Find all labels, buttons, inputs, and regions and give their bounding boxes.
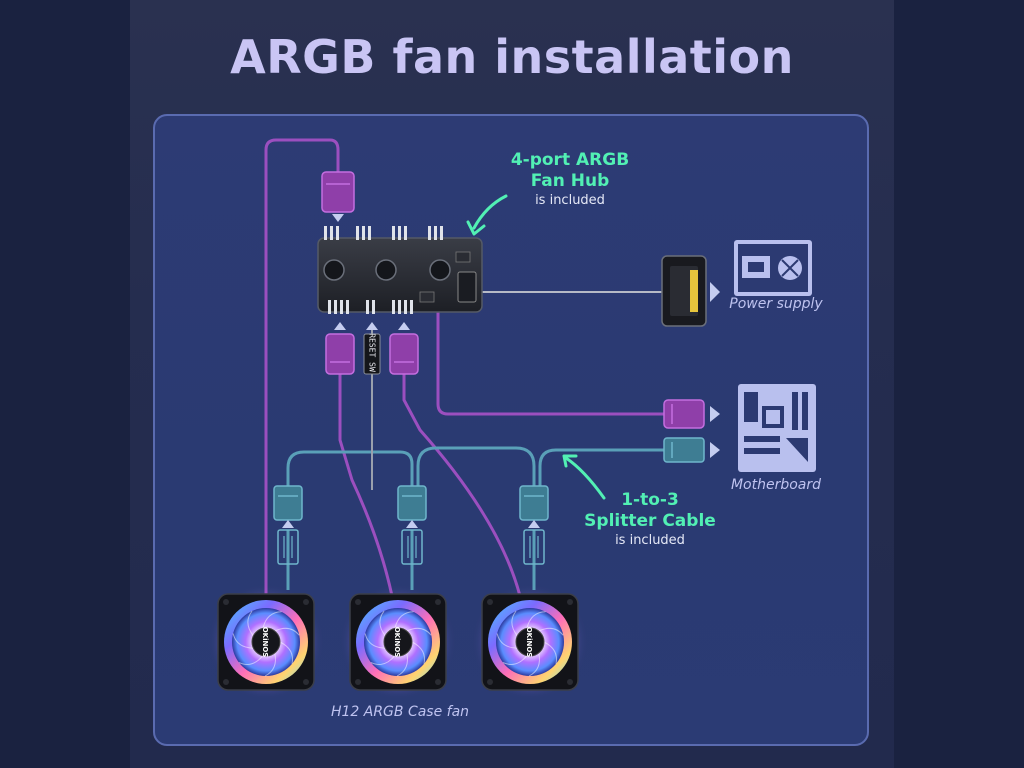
motherboard-label: Motherboard	[730, 477, 822, 493]
page-title: ARGB fan installation	[230, 30, 794, 84]
callout-arrow-icon	[472, 194, 508, 230]
fan-2: OKiNOS	[349, 593, 447, 691]
fan-brand-logo: OKiNOS	[525, 627, 533, 658]
hub-callout-line2: Fan Hub	[530, 171, 610, 191]
callout-arrow-icon	[562, 454, 578, 468]
hub-callout-line3: is included	[535, 193, 605, 208]
splitter-connector-1	[273, 485, 303, 565]
hub-fan-connector-2	[389, 322, 419, 375]
fans: OKiNOS OKiNOS OKiNOS	[217, 593, 579, 691]
reset-switch-label-box: RESET SW	[364, 333, 380, 374]
callout-arrow-icon	[564, 456, 606, 500]
arrow-icon	[282, 520, 294, 528]
splitter-connector-3	[519, 485, 549, 565]
splitter-branch-3	[538, 448, 664, 486]
argb-cables	[264, 138, 664, 600]
splitter-branch-2	[416, 446, 536, 486]
argb-cable-fan1	[264, 138, 340, 600]
arrow-icon	[710, 442, 720, 458]
motherboard-icon	[738, 384, 816, 472]
motherboard-argb-connector	[663, 399, 720, 429]
argb-input-connector	[321, 171, 355, 222]
reset-switch-label: RESET SW	[367, 333, 377, 372]
hub-top-pins	[324, 226, 443, 240]
motherboard-pwm-connector	[663, 437, 720, 463]
argb-cable-fan3	[402, 372, 522, 597]
arrow-icon	[528, 520, 540, 528]
splitter-callout-line1: 1-to-3	[621, 490, 679, 510]
arrow-icon	[398, 322, 410, 330]
arrow-icon	[366, 322, 378, 330]
splitter-callout-line2: Splitter Cable	[584, 511, 716, 531]
hub-callout-line1: 4-port ARGB	[510, 150, 630, 170]
power-supply-label: Power supply	[729, 296, 823, 312]
splitter-callout: 1-to-3 Splitter Cable is included	[560, 490, 740, 549]
fan-brand-logo: OKiNOS	[261, 627, 269, 658]
reset-switch	[363, 322, 381, 375]
arrow-icon	[710, 282, 720, 302]
fan-brand-logo: OKiNOS	[393, 627, 401, 658]
fan-hub	[317, 226, 483, 314]
fan-3: OKiNOS	[481, 593, 579, 691]
arrow-icon	[406, 520, 418, 528]
left-margin	[0, 0, 130, 768]
fan-label: H12 ARGB Case fan	[330, 704, 470, 720]
hub-bottom-pins	[328, 300, 413, 314]
callout-arrow-icon	[466, 220, 486, 236]
splitter-branch-1	[286, 450, 414, 486]
argb-cable-fan2	[338, 372, 394, 597]
arrow-icon	[334, 322, 346, 330]
hub-callout: 4-port ARGB Fan Hub is included	[480, 150, 660, 209]
arrow-icon	[710, 406, 720, 422]
argb-cable-to-motherboard	[436, 312, 664, 416]
fan-1: OKiNOS	[217, 593, 315, 691]
splitter-connector-2	[397, 485, 427, 565]
sata-power-connector	[661, 255, 720, 327]
hub-fan-connector-1	[325, 322, 355, 375]
power-supply-icon	[734, 240, 812, 296]
splitter-callout-line3: is included	[615, 533, 685, 548]
arrow-icon	[332, 214, 344, 222]
right-margin	[894, 0, 1024, 768]
splitter-cables	[286, 446, 664, 590]
